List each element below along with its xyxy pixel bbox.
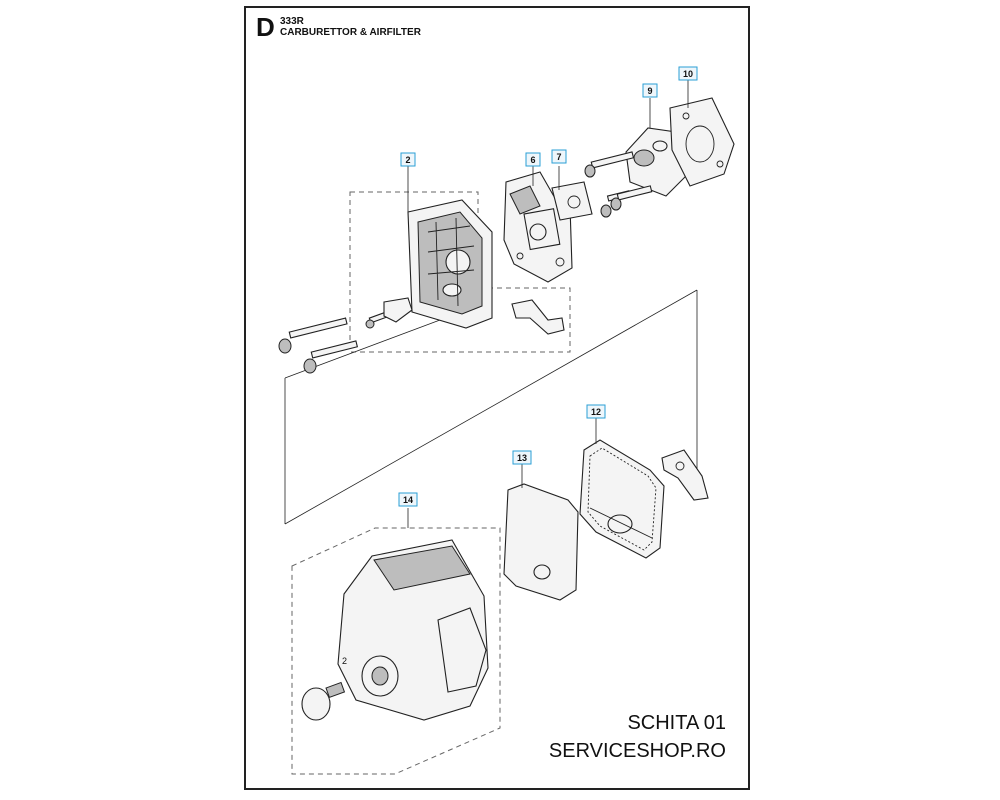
part-bolt-manifold [584,151,635,178]
callout-7: 7 [551,149,567,190]
svg-text:2: 2 [405,155,410,165]
svg-text:6: 6 [530,155,535,165]
part-intake-manifold [625,127,687,197]
svg-text:9: 9 [647,86,652,96]
part-filter-frame [579,439,665,559]
part-gasket [551,181,593,221]
part-flange-gasket [669,97,735,187]
part-air-filter-cover: 2 [337,539,489,721]
svg-text:2: 2 [342,656,347,666]
svg-text:7: 7 [556,152,561,162]
callout-14: 14 [398,492,418,528]
part-bolt-manifold [610,185,653,211]
part-mounting-bracket [661,449,709,501]
part-cover-knob [301,681,346,721]
connector-line [284,289,698,525]
watermark-site: SERVICESHOP.RO [548,740,726,762]
callout-6: 6 [525,152,541,186]
diagram-sheet [244,6,750,790]
svg-text:12: 12 [591,407,601,417]
part-foam-filter [503,483,579,601]
part-choke-lever [511,299,565,335]
diagram-title: CARBURETTOR & AIRFILTER [280,27,421,38]
sheet-number: SCHITA 01 [627,712,726,734]
part-air-filter-base [407,199,493,329]
group-outline-2 [349,191,571,353]
svg-text:13: 13 [517,453,527,463]
svg-text:10: 10 [683,69,693,79]
part-bolt-long [303,340,359,374]
group-outline-14 [291,527,501,775]
part-bracket-plate [383,297,413,323]
section-letter: D [256,12,275,42]
part-bolt-long [278,317,348,354]
callout-2: 2 [400,152,416,212]
callout-10: 10 [678,66,698,108]
callout-12: 12 [586,404,606,444]
callout-13: 13 [512,450,532,488]
model-number: 333R [280,16,304,27]
callout-9: 9 [642,83,658,128]
svg-text:14: 14 [403,495,413,505]
